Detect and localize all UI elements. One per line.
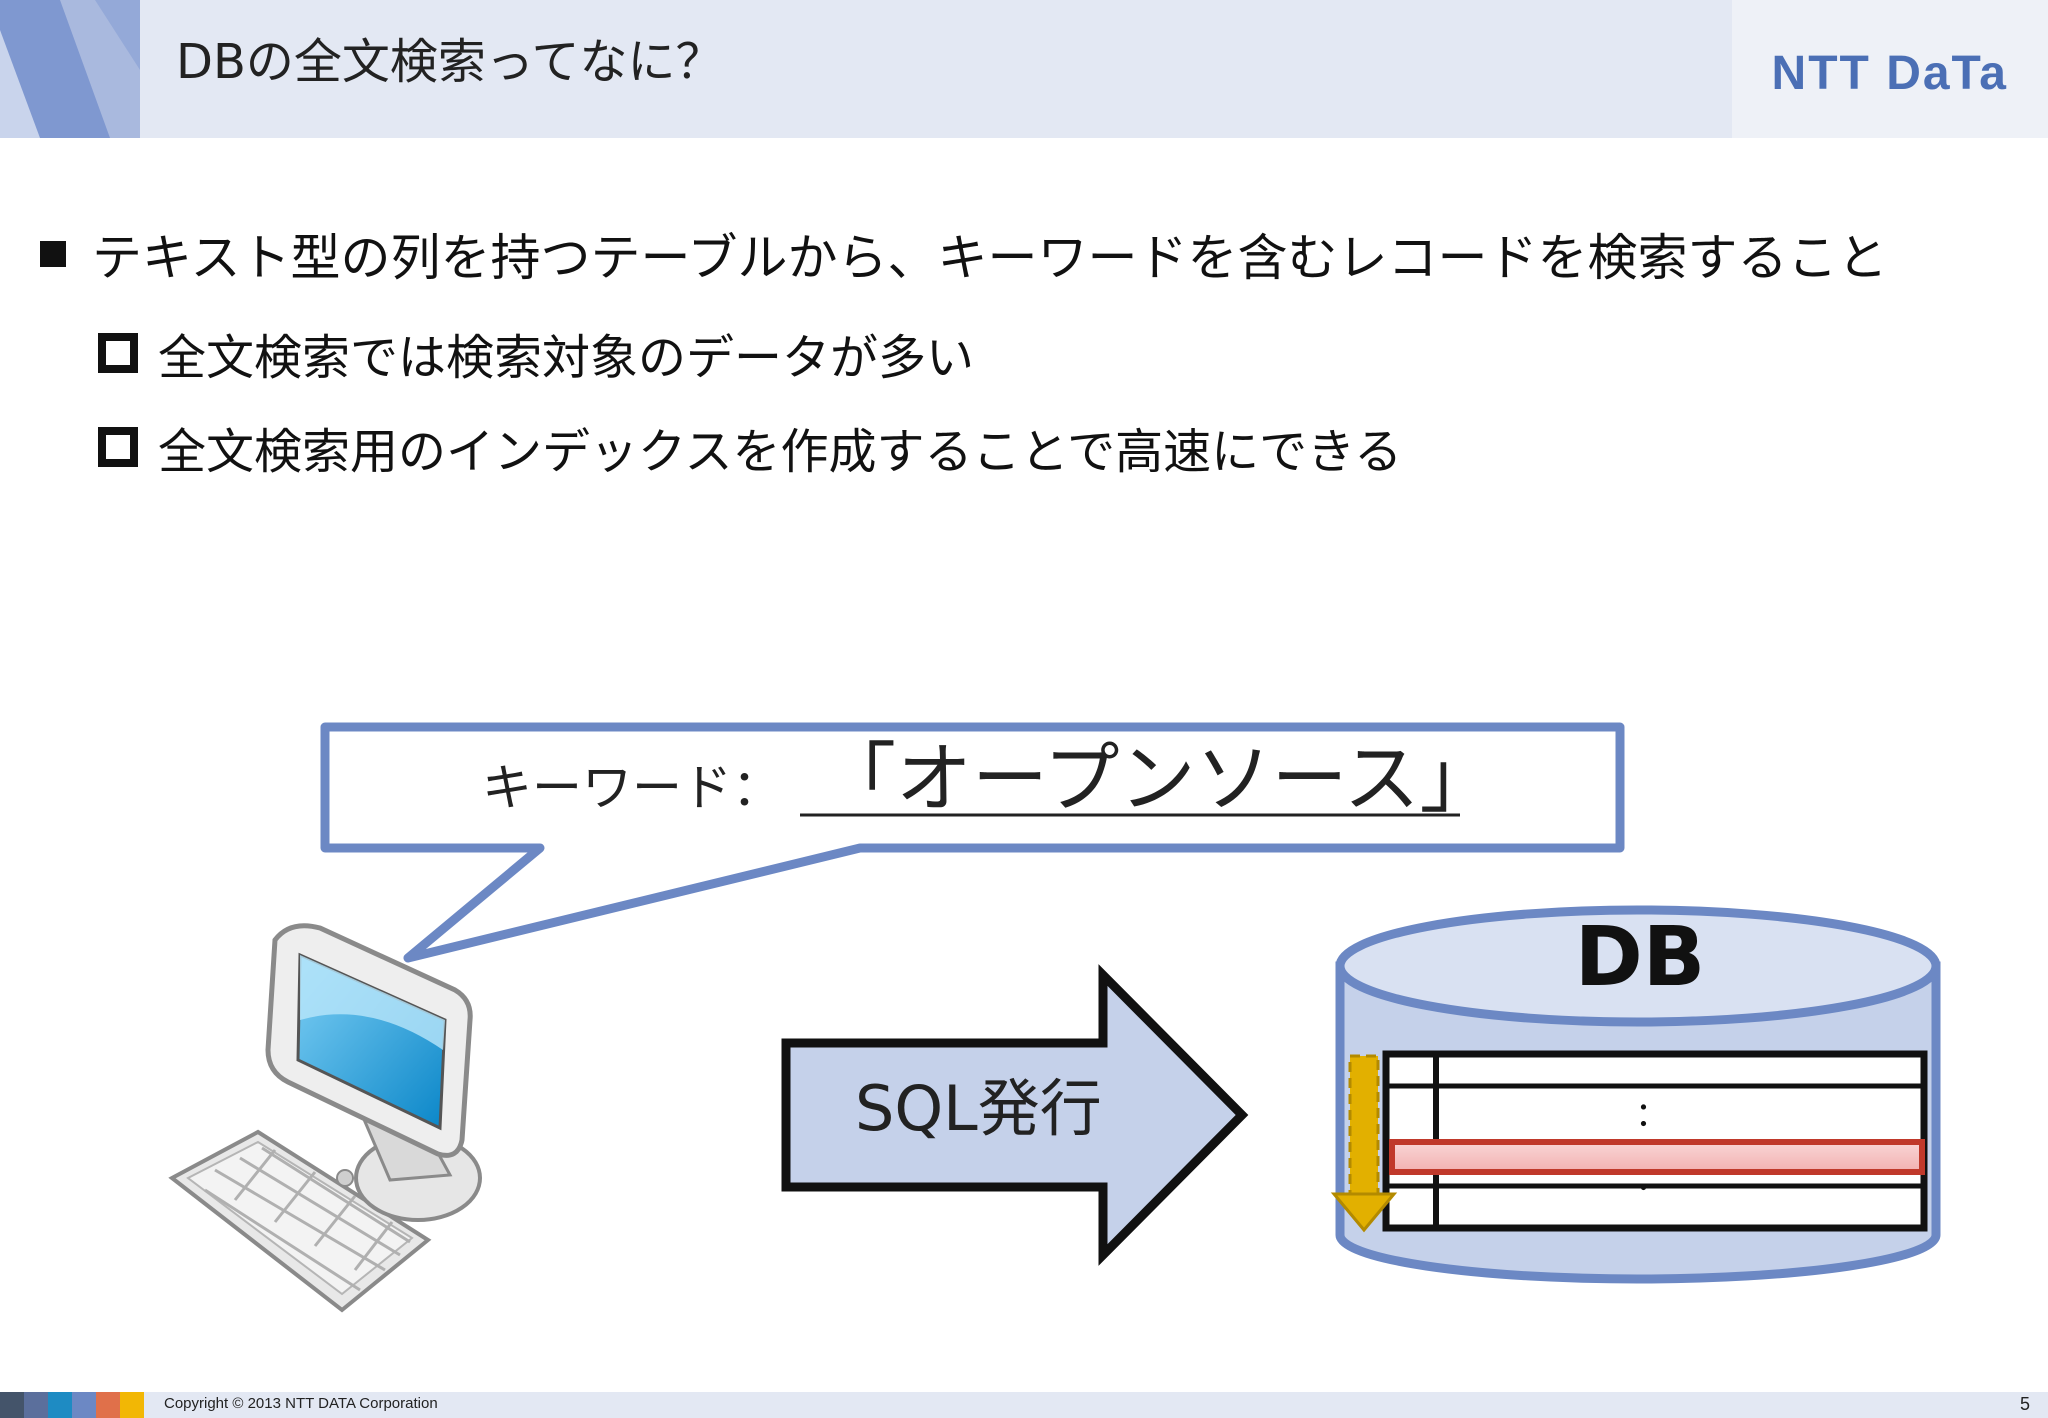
table-ellipsis: ： (1635, 1095, 1669, 1135)
sub-bullet: 全文検索では検索対象のデータが多い (98, 318, 974, 388)
hollow-square-bullet-icon (98, 427, 138, 467)
hollow-square-bullet-icon (98, 333, 138, 373)
keyword-value: 「オープンソース」 (820, 734, 1496, 823)
filled-square-bullet-icon (40, 241, 66, 267)
speech-bubble: キーワード： 「オープンソース」 (320, 722, 1625, 963)
sub-bullet-text: 全文検索では検索対象のデータが多い (158, 330, 975, 386)
db-table: ： ： (1382, 1050, 1928, 1232)
slide-header: DBの全文検索ってなに？ NTT DaTa (0, 0, 2048, 138)
main-bullet-text: テキスト型の列を持つテーブルから、キーワードを含むレコードを検索すること (92, 229, 1888, 287)
slide-footer: Copyright © 2013 NTT DATA Corporation 5 (0, 1392, 2048, 1418)
sql-arrow: SQL発行 (781, 964, 1249, 1266)
sub-bullet: 全文検索用のインデックスを作成することで高速にできる (98, 412, 1402, 482)
copyright-text: Copyright © 2013 NTT DATA Corporation (164, 1395, 438, 1412)
matched-row-highlight (1389, 1139, 1925, 1175)
scan-down-arrow (1330, 1054, 1398, 1233)
logo-panel: NTT DaTa (1732, 0, 2048, 138)
corner-decoration-graphic (0, 0, 140, 138)
computer-icon (168, 923, 482, 1313)
page-number: 5 (2019, 1394, 2030, 1414)
sql-arrow-label: SQL発行 (855, 1072, 1102, 1145)
keyword-label: キーワード： (482, 759, 782, 817)
ntt-data-logo: NTT DaTa (1771, 47, 2008, 100)
slide-title: DBの全文検索ってなに？ (176, 34, 724, 90)
db-label: DB (1575, 910, 1706, 1005)
sub-bullet-text: 全文検索用のインデックスを作成することで高速にできる (158, 424, 1403, 480)
main-bullet: テキスト型の列を持つテーブルから、キーワードを含むレコードを検索すること (40, 218, 1888, 290)
footer-color-bars (0, 1392, 144, 1418)
